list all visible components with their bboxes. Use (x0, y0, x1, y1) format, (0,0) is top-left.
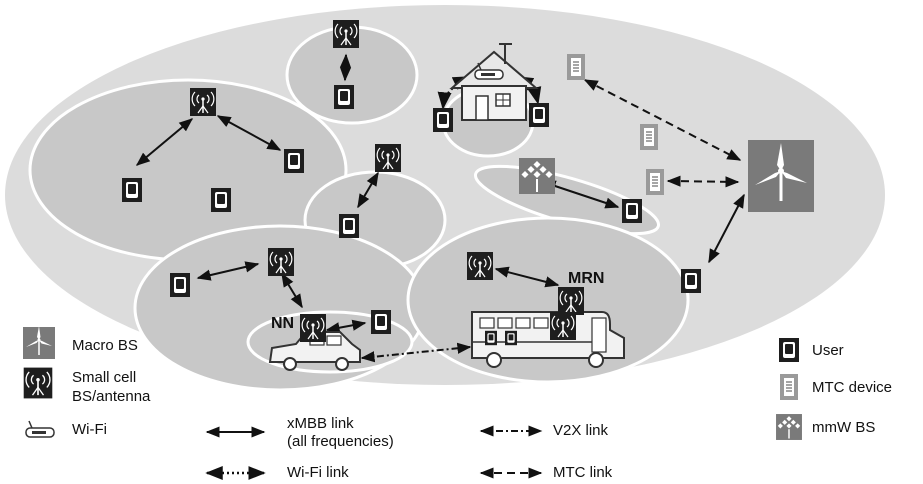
mmw-bs-icon (518, 157, 556, 195)
legend-wifi-link-label: Wi-Fi link (287, 464, 349, 481)
legend-small-cell-icon (22, 366, 54, 400)
legend-user-icon (779, 338, 799, 362)
legend-mmw-bs-label: mmW BS (812, 419, 875, 436)
macro-bs-icon (748, 140, 814, 212)
legend-small-cell-label-1: Small cell (72, 369, 136, 386)
legend-macro-bs-label: Macro BS (72, 337, 138, 354)
legend-user-label: User (812, 342, 844, 359)
legend-mtc-device-label: MTC device (812, 379, 892, 396)
legend-small-cell-label-2: BS/antenna (72, 388, 151, 405)
legend-wifi-label: Wi-Fi (72, 421, 107, 438)
v2x-link (360, 342, 472, 363)
wifi-links (437, 75, 542, 110)
legend-v2x-label: V2X link (553, 422, 609, 439)
legend-mmw-bs-icon (775, 413, 803, 441)
legend-mtc-link-label: MTC link (553, 464, 613, 481)
legend: Macro BS Small cell BS/antenna Wi-Fi xMB… (22, 325, 892, 481)
nn-label: NN (271, 315, 294, 332)
legend-macro-bs-icon (23, 325, 55, 359)
mrn-label: MRN (568, 270, 604, 287)
legend-mtc-device-icon (779, 373, 799, 401)
legend-wifi-icon (25, 420, 55, 438)
car-icon (268, 331, 361, 371)
xmbb-links (135, 53, 745, 334)
legend-xmbb-label-2: (all frequencies) (287, 433, 394, 450)
mtc-links (583, 79, 742, 188)
legend-xmbb-label-1: xMBB link (287, 415, 354, 432)
